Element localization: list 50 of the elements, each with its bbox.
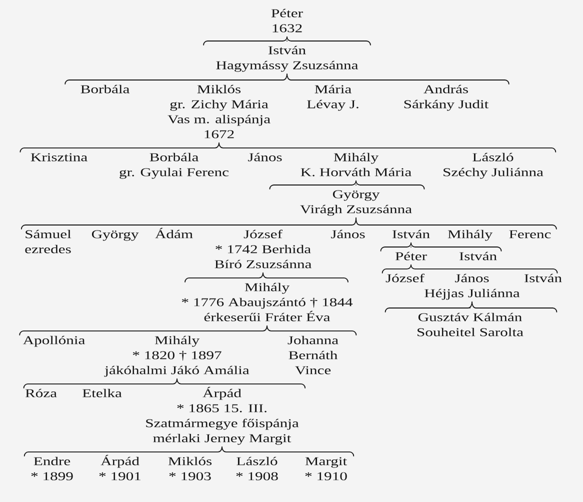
brace: [19, 325, 357, 336]
person-entry: Ádám: [155, 228, 193, 238]
person-entry: Gusztáv Kálmán Souheitel Sarolta: [418, 312, 524, 336]
brace: [382, 264, 558, 274]
person-entry: Endre * 1899: [31, 456, 73, 480]
person-entry: Mihály * 1820 † 1897 jákóhalmi Jákó Amália: [104, 336, 250, 377]
brace: [184, 272, 348, 282]
person-entry: János: [248, 152, 282, 162]
person-entry: György: [92, 230, 139, 241]
person-entry: Krisztina: [30, 153, 88, 162]
person-entry: Miklós gr. Zichy Mária Vas m. alispánja 1672: [168, 84, 270, 138]
person-entry: István: [392, 230, 430, 238]
person-entry: Mihály K. Horváth Mária: [300, 152, 412, 176]
brace: [20, 142, 556, 152]
person-entry: Borbála: [80, 84, 130, 94]
person-entry: Margit * 1910: [305, 457, 347, 480]
person-entry: Árpád * 1901: [99, 454, 140, 480]
brace: [203, 36, 371, 46]
person-entry: István: [460, 252, 497, 260]
person-entry: János Héjjas Juliánna: [424, 274, 520, 300]
person-entry: Miklós * 1903: [168, 456, 212, 480]
person-entry: Róza: [25, 388, 57, 398]
brace: [24, 446, 354, 456]
brace: [269, 180, 425, 190]
brace: [64, 73, 510, 84]
person-entry: József * 1742 Berhida Bíró Zsuzsánna: [214, 230, 312, 268]
brace: [23, 378, 306, 388]
person-entry: Mihály * 1776 Abaujszántó † 1844 érkeserűi Fráter Éva: [182, 282, 353, 322]
person-entry: Péter 1632: [271, 8, 303, 32]
person-entry: István: [524, 274, 562, 282]
person-entry: László Széchy Juliánna: [444, 152, 544, 179]
person-entry: Mihály: [448, 230, 492, 241]
person-entry: Etelka: [82, 388, 122, 398]
person-entry: Mária Lévay J.: [307, 84, 358, 111]
person-entry: Apollónia: [22, 336, 85, 347]
person-entry: Borbála gr. Gyulai Ferenc: [120, 152, 229, 179]
person-entry: József: [386, 274, 424, 282]
brace: [20, 217, 557, 230]
person-entry: Sámuel ezredes: [25, 230, 72, 254]
person-entry: András Sárkány Judit: [404, 84, 489, 111]
person-entry: György Virágh Zsuzsánna: [300, 190, 412, 216]
person-entry: Péter: [395, 252, 427, 260]
person-entry: János: [331, 230, 365, 238]
person-entry: Ferenc: [509, 230, 551, 238]
person-entry: István Hagymássy Zsuzsánna: [216, 46, 358, 72]
brace: [384, 301, 558, 312]
person-entry: Árpád * 1865 15. III. Szatmármegye főispánja mérlaki Jerney Margit: [146, 386, 299, 445]
brace: [380, 242, 502, 252]
person-entry: László * 1908: [236, 456, 278, 480]
person-entry: Johanna Bernáth Vince: [288, 336, 338, 374]
